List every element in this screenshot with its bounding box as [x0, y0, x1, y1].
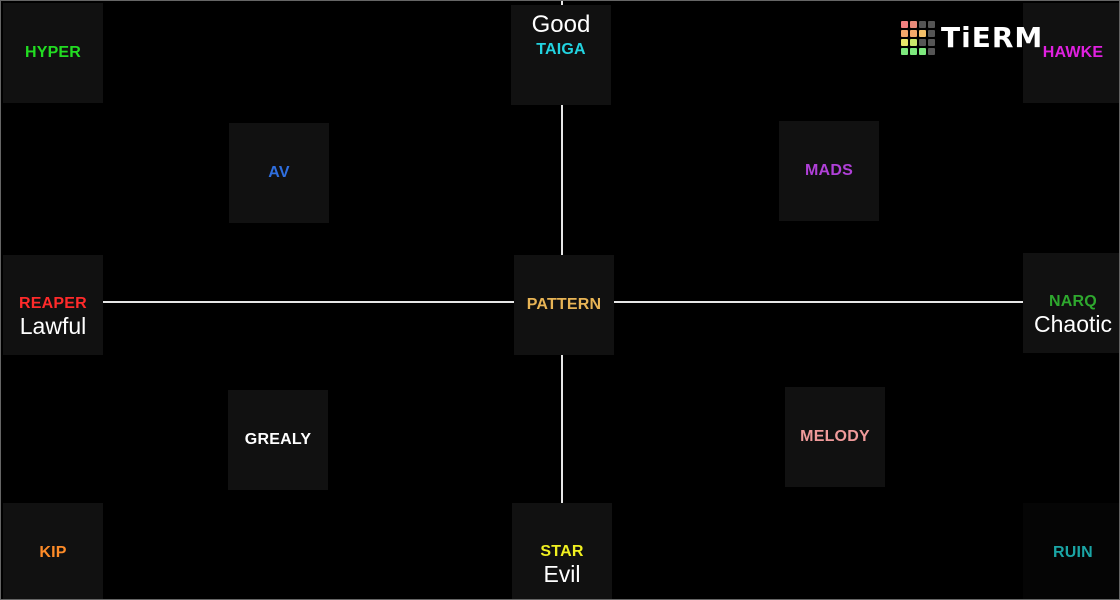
logo-grid-cell — [910, 48, 917, 55]
horizontal-axis-right — [614, 301, 1023, 303]
tiermaker-logo: TiERM — [901, 21, 1043, 55]
tile-narq[interactable]: NARQ Chaotic — [1023, 253, 1119, 353]
tile-star[interactable]: STAR Evil — [512, 503, 612, 599]
tile-label: STAR — [540, 543, 584, 560]
axis-label-chaotic: Chaotic — [1034, 311, 1112, 337]
logo-grid-cell — [901, 39, 908, 46]
tile-ruin[interactable]: RUIN — [1023, 503, 1119, 599]
axis-label-good: Good — [531, 11, 591, 38]
logo-grid-cell — [928, 21, 935, 28]
tile-kip[interactable]: KIP — [3, 503, 103, 599]
tile-label: REAPER — [19, 295, 87, 312]
logo-text: TiERM — [941, 21, 1044, 54]
tile-label: NARQ — [1049, 293, 1097, 310]
tile-label: GREALY — [244, 431, 312, 448]
tile-melody[interactable]: MELODY — [785, 387, 885, 487]
logo-grid-cell — [919, 21, 926, 28]
logo-grid-cell — [901, 48, 908, 55]
tile-label: AV — [268, 164, 290, 181]
tile-mads[interactable]: MADS — [779, 121, 879, 221]
tile-hawke[interactable]: HAWKE — [1023, 3, 1119, 103]
logo-grid-cell — [928, 48, 935, 55]
tile-pattern[interactable]: PATTERN — [514, 255, 614, 355]
tile-taiga[interactable]: Good TAIGA — [511, 5, 611, 105]
tile-hyper[interactable]: HYPER — [3, 3, 103, 103]
tile-label: PATTERN — [526, 296, 602, 313]
tile-grealy[interactable]: GREALY — [228, 390, 328, 490]
tile-label: HYPER — [24, 44, 82, 61]
tile-label: MADS — [805, 162, 853, 179]
logo-grid-cell — [919, 48, 926, 55]
vertical-axis-top — [561, 1, 563, 255]
tile-label: TAIGA — [536, 41, 586, 58]
tile-reaper[interactable]: REAPER Lawful — [3, 255, 103, 355]
logo-grid-cell — [928, 30, 935, 37]
horizontal-axis-left — [103, 301, 514, 303]
axis-label-lawful: Lawful — [19, 313, 87, 339]
logo-grid-cell — [919, 30, 926, 37]
logo-grid-cell — [910, 39, 917, 46]
tile-av[interactable]: AV — [229, 123, 329, 223]
logo-grid-cell — [910, 21, 917, 28]
logo-grid-cell — [901, 30, 908, 37]
tile-label: KIP — [39, 544, 67, 561]
logo-grid-cell — [928, 39, 935, 46]
logo-grid-icon — [901, 21, 935, 55]
tile-label: HAWKE — [1042, 44, 1104, 61]
tile-label: MELODY — [800, 428, 870, 445]
logo-grid-cell — [919, 39, 926, 46]
logo-grid-cell — [910, 30, 917, 37]
axis-label-evil: Evil — [543, 561, 581, 587]
tile-label: RUIN — [1053, 544, 1093, 561]
logo-grid-cell — [901, 21, 908, 28]
vertical-axis-bottom — [561, 355, 563, 503]
